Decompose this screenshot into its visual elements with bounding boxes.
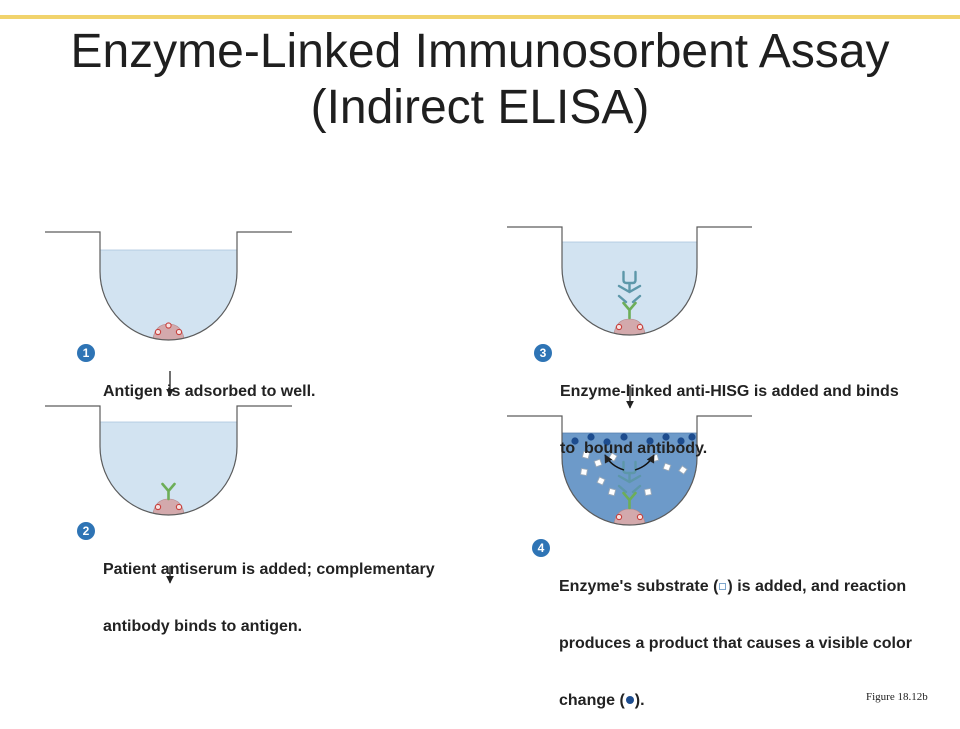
step-4-badge: 4	[532, 539, 550, 557]
antigen-site	[175, 503, 183, 511]
antigen-site	[154, 328, 162, 336]
product-dot-icon	[662, 433, 670, 441]
step-4-line-2: produces a product that causes a visible…	[559, 635, 912, 652]
adsorbed-antigen	[613, 318, 646, 336]
product-dot-icon	[603, 438, 611, 446]
antigen-site	[636, 513, 644, 521]
adsorbed-antigen	[152, 322, 185, 341]
product-dot-icon	[587, 433, 595, 441]
step-2-line-2: antibody binds to antigen.	[103, 618, 303, 635]
step-1-caption: Antigen is adsorbed to well.	[103, 344, 315, 420]
step-1-badge: 1	[77, 344, 95, 362]
patient-antibody	[161, 482, 176, 501]
antigen-site	[615, 513, 623, 521]
substrate-square-icon	[580, 468, 588, 476]
reaction-arrow-right-icon	[634, 454, 655, 471]
substrate-square-icon	[596, 476, 606, 486]
product-dot-icon	[688, 433, 696, 441]
well-outline	[45, 231, 292, 341]
enzyme-linked-anti-hisg	[617, 270, 642, 304]
product-dot-icon	[620, 433, 628, 441]
step-4-caption: Enzyme's substrate ( ) is added, and reac…	[559, 539, 912, 729]
antigen-site	[175, 328, 183, 336]
substrate-square-icon	[662, 462, 672, 472]
figure-caption: Figure 18.12b	[866, 691, 928, 703]
enzyme-linked-anti-hisg	[617, 460, 642, 494]
slide-title: Enzyme-Linked Immunosorbent Assay (Indir…	[0, 24, 960, 136]
reaction-arrow-left-icon	[604, 454, 625, 471]
substrate-square-icon	[678, 465, 688, 475]
step-4-line-3-end: ).	[634, 692, 645, 709]
patient-antibody	[622, 301, 637, 320]
antigen-site	[165, 322, 172, 329]
substrate-square-icon	[581, 450, 591, 460]
product-dot-icon	[677, 437, 685, 445]
product-dot-icon	[625, 696, 634, 704]
adsorbed-antigen	[613, 508, 646, 526]
step-4-line-3: change ().	[559, 691, 912, 710]
step-1-line-1: Antigen is adsorbed to well.	[103, 383, 316, 400]
antigen-site	[636, 323, 644, 331]
step-3-badge: 3	[534, 344, 552, 362]
well-outline	[507, 226, 752, 336]
product-dots	[571, 433, 696, 446]
product-dot-icon	[571, 437, 579, 445]
step-2-line-1: Patient antiserum is added; complementar…	[103, 561, 435, 578]
step-2-badge: 2	[77, 522, 95, 540]
step-3-line-2: to bound antibody.	[560, 440, 708, 457]
step-3-line-1: Enzyme-linked anti-HISG is added and bin…	[560, 383, 899, 400]
substrate-square-icon	[644, 488, 652, 496]
step-4-line-1-end: ) is added, and reaction	[727, 578, 907, 595]
title-line-1: Enzyme-Linked Immunosorbent Assay	[70, 25, 890, 78]
step-4-line-1-start: Enzyme's substrate (	[559, 578, 719, 595]
well-step-3	[507, 226, 752, 336]
patient-antibody	[622, 491, 637, 510]
well-step-2	[45, 405, 292, 516]
substrate-square-icon	[607, 487, 617, 497]
well-outline	[45, 405, 292, 516]
product-dot-icon	[646, 437, 654, 445]
step-4-line-1: Enzyme's substrate ( ) is added, and reac…	[559, 577, 912, 596]
well-step-4	[507, 415, 752, 526]
step-4-line-3-start: change (	[559, 692, 625, 709]
step-3-caption: Enzyme-linked anti-HISG is added and bin…	[560, 344, 899, 477]
step-2-caption: Patient antiserum is added; complementar…	[103, 522, 435, 655]
substrate-square-icon	[719, 583, 727, 590]
well-step-1	[45, 231, 292, 341]
substrate-square-icon	[593, 458, 603, 468]
antigen-site	[154, 503, 162, 511]
well-outline	[507, 415, 752, 526]
header-accent-line	[0, 15, 960, 19]
antigen-site	[615, 323, 623, 331]
title-line-2: (Indirect ELISA)	[310, 81, 650, 134]
